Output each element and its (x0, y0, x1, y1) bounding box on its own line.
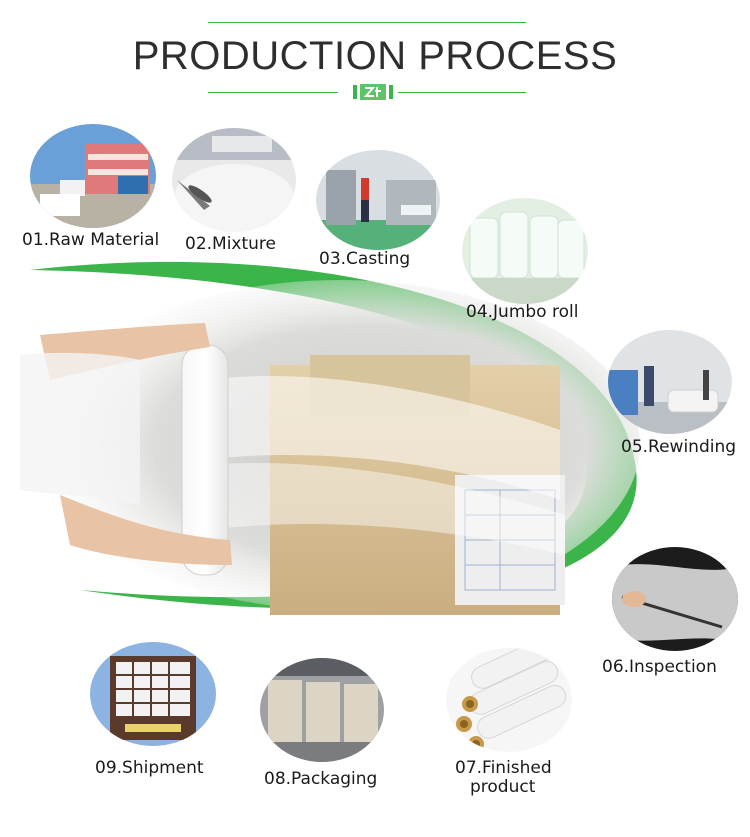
title-bottom-rule-right (398, 92, 526, 93)
step-casting-image (316, 150, 440, 250)
step-raw-material-label: 01.Raw Material (22, 230, 160, 250)
title-bottom-rule-left (208, 92, 338, 93)
step-shipment-label: 09.Shipment (95, 758, 204, 778)
step-jumbo-roll-image (462, 198, 588, 304)
step-inspection-label: 06.Inspection (602, 657, 717, 677)
step-casting-label: 03.Casting (319, 249, 411, 269)
title-top-rule (208, 22, 526, 23)
step-shipment-image (90, 642, 216, 746)
step-rewinding-label: 05.Rewinding (621, 437, 737, 457)
step-finished-product-label: 07.Finished (455, 758, 552, 778)
step-finished-product-label-line2: product (470, 777, 536, 797)
step-finished-product-image (446, 648, 572, 752)
step-mixture-image (172, 128, 296, 232)
step-jumbo-roll-label: 04.Jumbo roll (466, 302, 579, 322)
header: PRODUCTION PROCESS (0, 0, 750, 110)
step-rewinding-image (608, 330, 732, 434)
brand-badge-icon (351, 82, 395, 102)
step-packaging-image (260, 658, 384, 762)
step-raw-material-image (30, 124, 156, 228)
hero-illustration (0, 255, 750, 635)
step-inspection-image (612, 547, 738, 651)
page-title: PRODUCTION PROCESS (132, 34, 618, 78)
step-packaging-label: 08.Packaging (264, 769, 378, 789)
step-mixture-label: 02.Mixture (185, 234, 277, 254)
